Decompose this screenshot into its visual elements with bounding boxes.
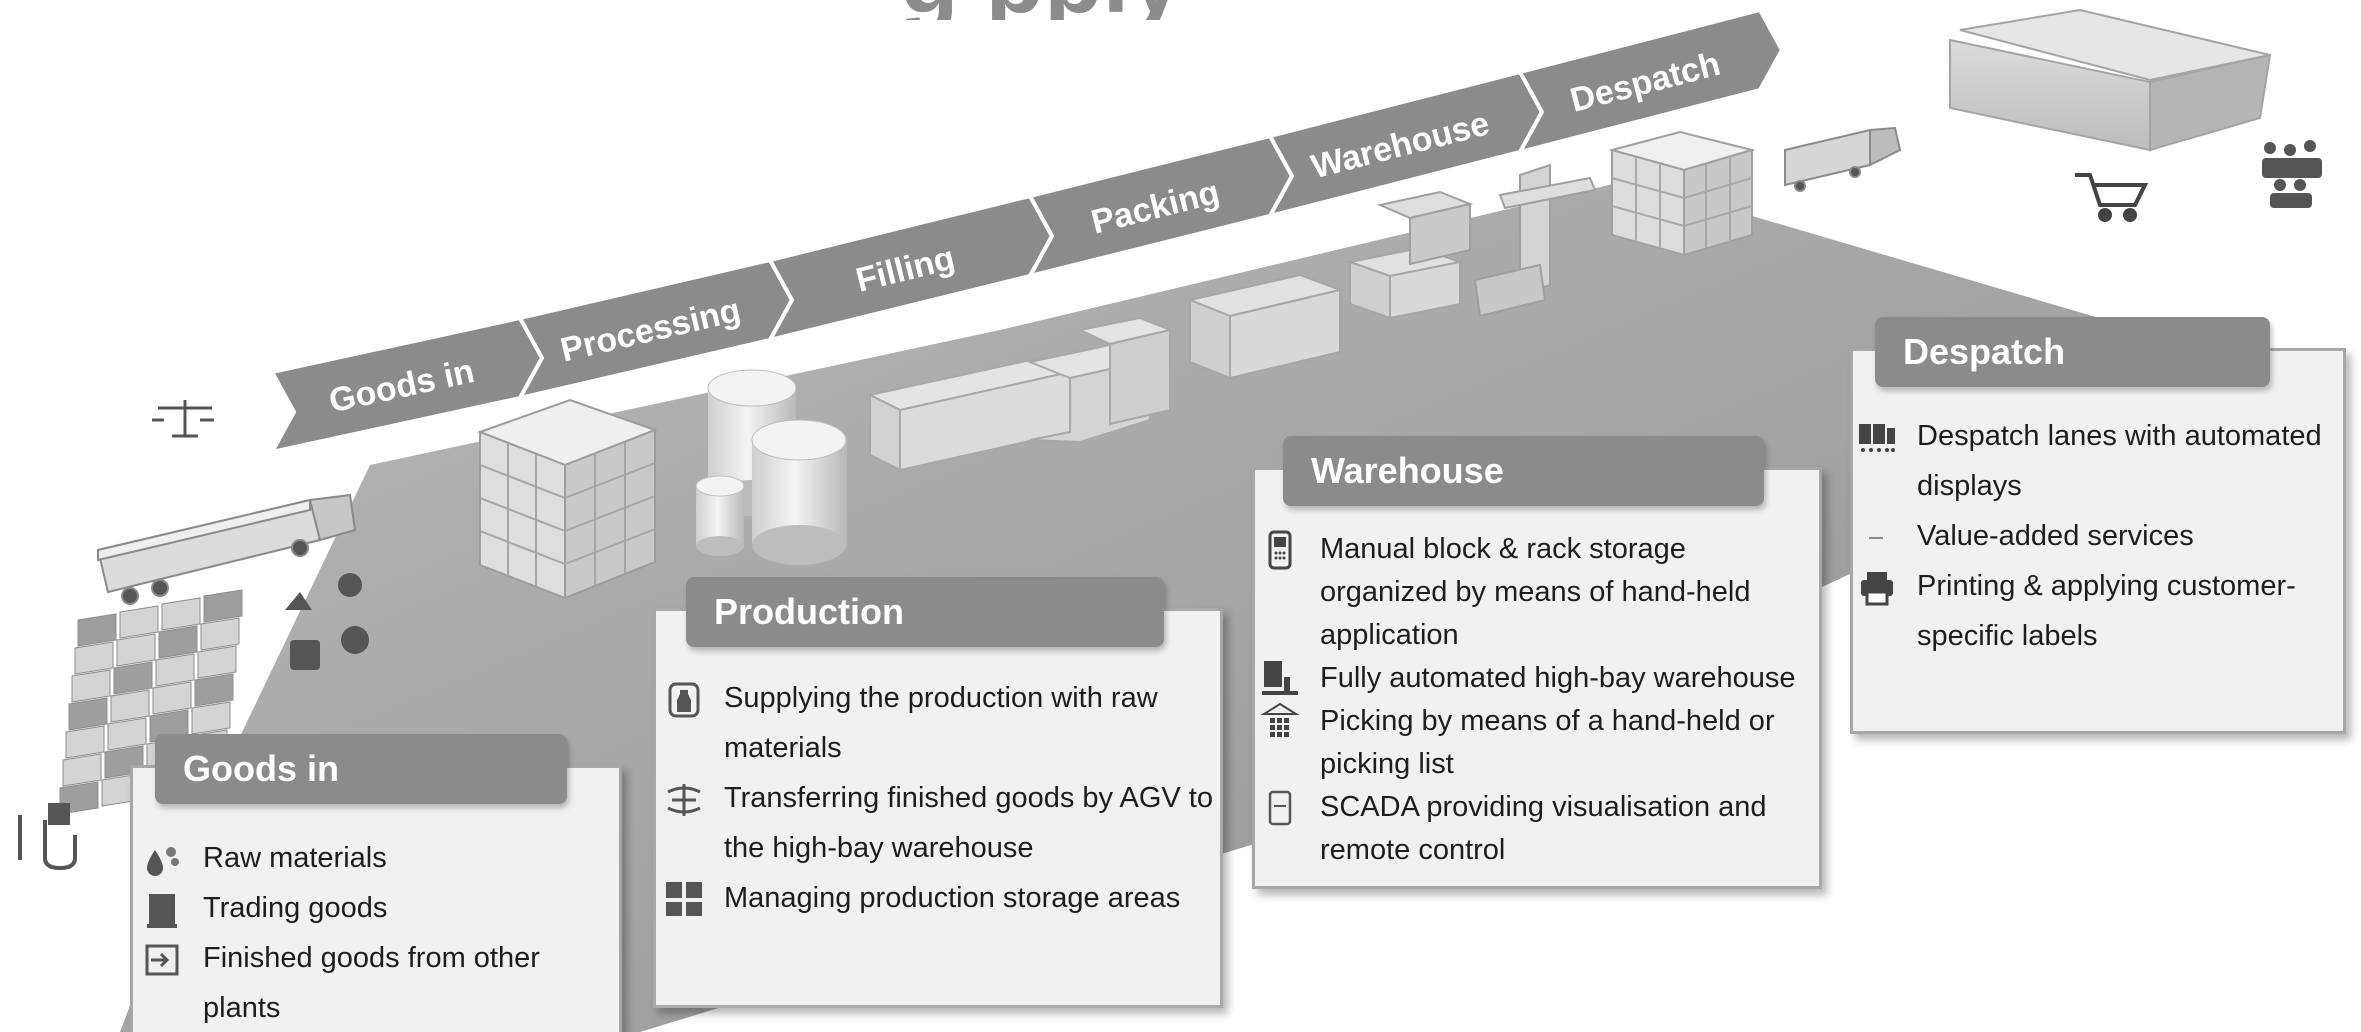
goods-in-list-item: Trading goods — [143, 883, 613, 933]
list-item-text: Despatch lanes with automated displays — [1917, 420, 2322, 502]
storage-grid-cell — [161, 597, 201, 631]
despatch-list-item: Value-added services — [1857, 511, 2337, 561]
warehouse-list-item: Fully automated high-bay warehouse — [1260, 657, 1815, 700]
warehouse-list: Manual block & rack storage organized by… — [1260, 528, 1815, 872]
warehouse-list-item: SCADA providing visualisation and remote… — [1260, 786, 1815, 872]
processing-tanks — [695, 369, 847, 565]
storage-grid-cell — [116, 633, 156, 667]
production-list: Supplying the production with raw materi… — [664, 673, 1214, 923]
storage-grid-cell — [194, 673, 234, 707]
storage-grid-cell — [65, 725, 105, 759]
list-item-text: Managing production storage areas — [724, 882, 1181, 914]
storage-grid-cell — [200, 617, 240, 651]
storage-grid-cell — [113, 661, 153, 695]
storage-grid-cell — [158, 625, 198, 659]
process-step-arrow-shape — [1516, 7, 1785, 156]
printer-icon — [1857, 568, 1897, 608]
transfer-in-icon — [143, 940, 183, 980]
production-list-item: Transferring finished goods by AGV to th… — [664, 773, 1214, 873]
raw-material-icons — [285, 573, 369, 670]
high-bay-icon — [1260, 659, 1300, 699]
production-panel-title: Production — [686, 577, 1164, 647]
shopping-cart-icon — [2075, 173, 2149, 222]
list-item-text: Trading goods — [203, 892, 388, 924]
warehouse-panel-title: Warehouse — [1283, 436, 1764, 506]
packing-machines — [1186, 246, 1464, 380]
storage-grid-cell — [197, 645, 237, 679]
storage-grid-cell — [107, 717, 147, 751]
filling-line — [867, 316, 1174, 472]
goods-in-list-item: Raw materials — [143, 833, 613, 883]
warehouse-list-item: Picking by means of a hand-held or picki… — [1260, 700, 1815, 786]
storage-grid-cell — [152, 681, 192, 715]
storage-grid-cell — [191, 701, 231, 735]
process-step-arrow: Filling — [766, 193, 1055, 344]
list-item-text: Finished goods from other plants — [203, 942, 540, 1024]
raw-materials-icon — [143, 840, 183, 880]
production-list-item: Managing production storage areas — [664, 873, 1214, 923]
list-item-text: Printing & applying customer-specific la… — [1917, 570, 2296, 652]
goods-in-panel-title: Goods in — [155, 734, 567, 804]
storage-grid-cell — [71, 669, 111, 703]
warehouse-panel: Warehouse Manual block & rack storage or… — [1252, 436, 1822, 889]
process-step-arrow: Despatch — [1516, 7, 1785, 156]
scale-icon — [152, 400, 214, 438]
process-arrows: Goods inProcessingFillingPackingWarehous… — [268, 7, 1785, 455]
list-item-text: Supplying the production with raw materi… — [724, 682, 1158, 764]
raw-supply-icon — [664, 680, 704, 720]
customers-icon — [2262, 140, 2322, 208]
production-list-item: Supplying the production with raw materi… — [664, 673, 1214, 773]
despatch-list-item: Despatch lanes with automated displays — [1857, 411, 2337, 511]
warehouse-list-item: Manual block & rack storage organized by… — [1260, 528, 1815, 657]
despatch-list-item: Printing & applying customer-specific la… — [1857, 561, 2337, 661]
pallet-stack-despatch — [1608, 130, 1756, 257]
despatch-truck — [1784, 126, 1902, 192]
retail-store-building — [1949, 8, 2272, 152]
value-added-icon — [1857, 518, 1897, 558]
palletiser-robot — [1376, 163, 1597, 318]
storage-grid-cell — [68, 697, 108, 731]
despatch-lanes-icon — [1857, 418, 1897, 458]
storage-grid-cell — [62, 753, 102, 787]
page-title-fragment: g pply — [900, 0, 1600, 20]
pallet-stack-goods-in — [477, 398, 658, 600]
list-item-text: Fully automated high-bay warehouse — [1320, 662, 1796, 694]
list-item-text: Raw materials — [203, 842, 387, 874]
storage-grid-cell — [155, 653, 195, 687]
list-item-text: SCADA providing visualisation and remote… — [1320, 791, 1767, 866]
despatch-panel-title: Despatch — [1875, 317, 2270, 387]
storage-areas-icon — [664, 880, 704, 920]
trading-goods-icon — [143, 890, 183, 930]
scada-icon — [1260, 788, 1300, 828]
despatch-panel: Despatch Despatch lanes with automated d… — [1850, 317, 2346, 734]
storage-grid-cell — [119, 605, 159, 639]
production-panel: Production Supplying the production with… — [653, 577, 1223, 1008]
storage-grid-cell — [74, 641, 114, 675]
handheld-scanner-icon — [1260, 530, 1300, 570]
storage-grid-cell — [110, 689, 150, 723]
storage-grid-cell — [77, 613, 117, 647]
storage-grid-cell — [203, 589, 243, 623]
list-item-text: Manual block & rack storage organized by… — [1320, 533, 1751, 651]
list-item-text: Picking by means of a hand-held or picki… — [1320, 705, 1775, 780]
process-step-arrow: Packing — [1026, 133, 1295, 280]
process-step-arrow: Warehouse — [1266, 69, 1545, 220]
handling-equipment-icon — [18, 803, 77, 871]
picking-icon — [1260, 702, 1300, 742]
list-item-text: Value-added services — [1917, 520, 2194, 552]
agv-icon — [664, 780, 704, 820]
list-item-text: Transferring finished goods by AGV to th… — [724, 782, 1213, 864]
goods-in-truck — [96, 493, 357, 605]
goods-in-list-item: Finished goods from other plants — [143, 933, 613, 1032]
